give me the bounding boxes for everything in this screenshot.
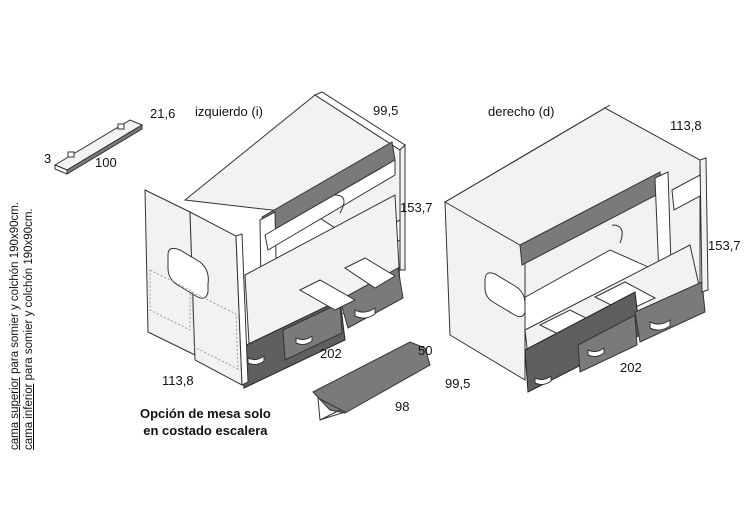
lower-bed-note: para somier y colchón 190x90cm. [23,208,35,384]
left-width-label: 113,8 [162,373,194,388]
fold-table-drawing [312,341,431,421]
right-length-label: 202 [620,360,642,375]
shelf-height-label: 3 [44,151,52,166]
shelf-length-label: 100 [95,155,117,170]
table-option-caption: Opción de mesa solo en costado escalera [140,405,271,439]
left-bunk-bed [144,91,406,389]
left-bed-title: izquierdo (i) [195,104,263,119]
right-height-label: 153,7 [708,238,741,253]
bed-size-note: cama superior para somier y colchón 190x… [8,202,36,450]
upper-bed-note: para somier y colchón 190x90cm. [9,201,21,378]
shelf-width-label: 21,6 [150,106,176,121]
left-depth-top-label: 99,5 [373,103,399,118]
table-depth-label: 50 [418,343,433,358]
left-height-label: 153,7 [400,200,433,215]
right-depth-top-label: 113,8 [670,118,702,133]
table-option-line1: Opción de mesa solo [140,406,271,421]
shelf-drawing [53,119,144,175]
right-width-label: 99,5 [445,376,471,391]
right-bed-title: derecho (d) [488,104,555,119]
right-bunk-bed [444,104,709,393]
upper-bed-label: cama superior [9,377,21,450]
table-length-label: 98 [395,399,410,414]
left-length-label: 202 [320,346,342,361]
table-option-line2: en costado escalera [143,423,268,438]
lower-bed-label: cama inferior [23,383,35,450]
